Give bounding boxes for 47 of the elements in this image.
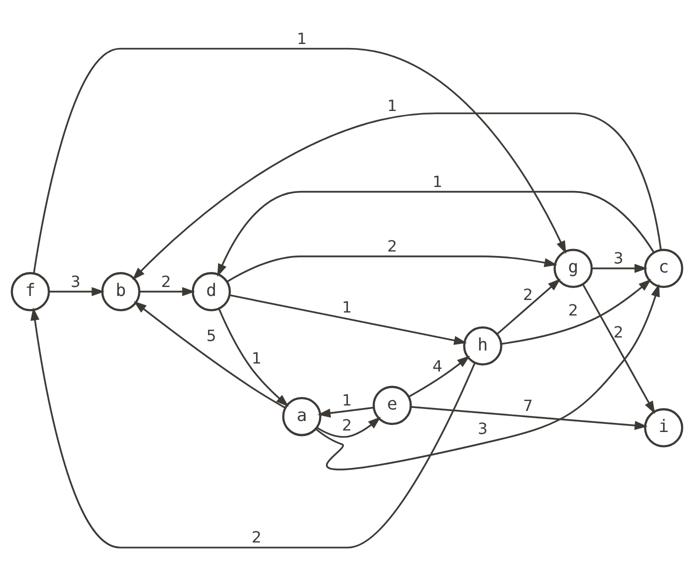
edge-label: 1 — [432, 172, 442, 191]
arrow — [217, 190, 655, 277]
node-circle: a — [282, 396, 322, 436]
arrow — [218, 308, 289, 407]
arrow — [496, 278, 561, 335]
edge-label: 2 — [387, 238, 398, 256]
arrow — [226, 255, 558, 282]
arrow — [49, 287, 105, 296]
node-circle: b — [101, 272, 140, 312]
arrow — [230, 294, 467, 345]
edge-label: 1 — [296, 30, 307, 48]
edge-label: 2 — [568, 301, 578, 320]
edge-label: 2 — [523, 286, 533, 304]
arrow — [316, 416, 381, 438]
node-circle: i — [644, 408, 684, 448]
arrow — [132, 112, 662, 280]
arrow — [410, 406, 648, 430]
arrow — [501, 278, 652, 345]
arrow — [315, 284, 660, 470]
node-circle: h — [463, 326, 502, 366]
arrow — [318, 406, 374, 418]
edge-label: 1 — [342, 298, 352, 317]
edge-label: 2 — [342, 416, 352, 435]
edge-label: 2 — [161, 272, 171, 291]
edge-label: 4 — [432, 357, 442, 376]
edge-label: 7 — [523, 396, 533, 415]
node-circle: g — [554, 248, 593, 288]
edge-label: 1 — [252, 350, 262, 368]
arrow — [32, 48, 566, 274]
edge-label: 2 — [613, 324, 624, 342]
arrow — [408, 356, 470, 398]
edge-label: 3 — [70, 272, 81, 291]
node-circle: c — [644, 248, 684, 288]
edge-label: 1 — [342, 392, 352, 410]
edge-label: 2 — [252, 528, 262, 547]
arrow — [592, 264, 648, 273]
edge-label: 1 — [387, 97, 398, 116]
edge-label: 3 — [478, 420, 488, 438]
arrow — [140, 287, 196, 296]
edge-label: 5 — [206, 327, 216, 346]
arrow — [30, 307, 476, 548]
node-circle: f — [10, 272, 50, 312]
arrow — [582, 284, 656, 414]
edge-label: 3 — [613, 250, 624, 268]
arrow — [134, 301, 286, 409]
node-circle: d — [192, 272, 231, 312]
node-circle: e — [372, 386, 412, 425]
